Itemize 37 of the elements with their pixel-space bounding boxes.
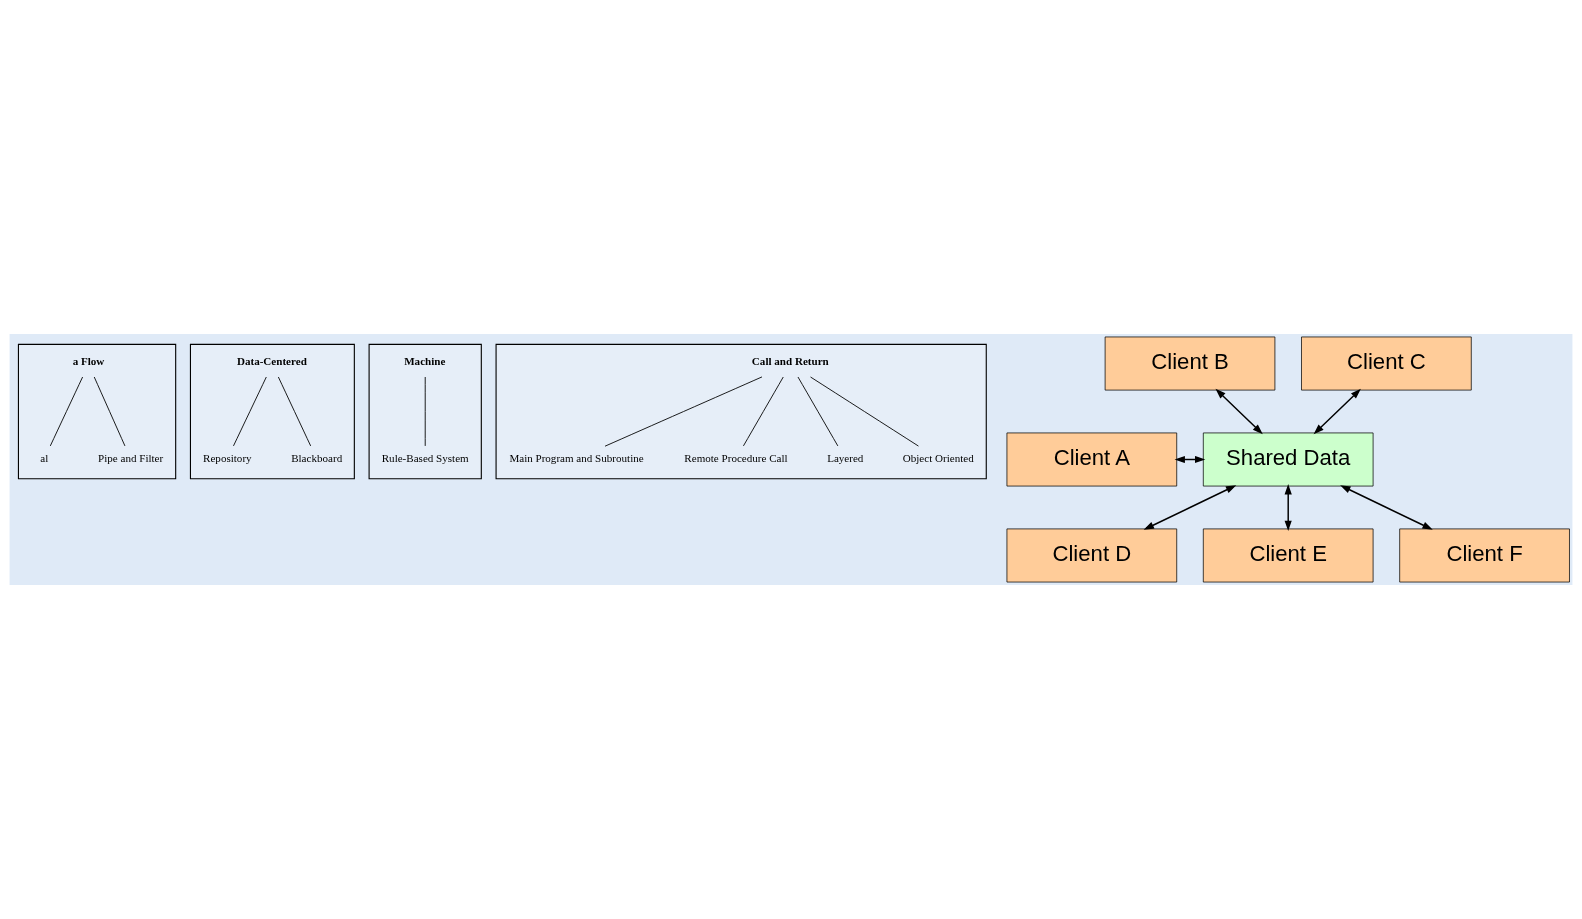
- node-text: Call and Return: [751, 355, 829, 368]
- node-box: Client F: [1399, 528, 1570, 583]
- node-box: Client D: [1006, 528, 1178, 583]
- arrow: [1284, 484, 1292, 531]
- connector: [49, 376, 84, 447]
- arrow: [1340, 485, 1433, 530]
- node-box: Client E: [1202, 528, 1374, 583]
- node-text: Rule-Based System: [381, 452, 469, 465]
- connector: [810, 376, 919, 447]
- arrow: [1143, 485, 1237, 530]
- connector: [277, 376, 312, 447]
- node-text: Pipe and Filter: [98, 452, 164, 465]
- connector: [797, 376, 839, 447]
- node-text: Object Oriented: [902, 452, 974, 465]
- node-box: Shared Data: [1202, 432, 1374, 487]
- node-text: Data-Centered: [236, 355, 307, 368]
- node-text: a Flow: [72, 355, 105, 368]
- connector: [93, 376, 126, 447]
- node-box: Client B: [1104, 336, 1276, 391]
- node-text: Remote Procedure Call: [684, 452, 788, 465]
- cluster: [17, 343, 177, 480]
- connector: [743, 376, 784, 447]
- node-box: Client C: [1301, 336, 1472, 391]
- cluster: [495, 343, 987, 480]
- connector: [604, 376, 763, 447]
- node-text: Machine: [404, 355, 446, 368]
- node-text: Blackboard: [291, 452, 343, 465]
- arrow: [1313, 388, 1361, 435]
- node-text: Main Program and Subroutine: [509, 452, 644, 465]
- node-text: Repository: [203, 452, 252, 465]
- node-text: al: [40, 452, 49, 465]
- node-box: Client A: [1006, 432, 1178, 487]
- node-text: Layered: [827, 452, 864, 465]
- cluster: [189, 343, 355, 480]
- arrow: [1215, 388, 1263, 435]
- cluster: [368, 343, 482, 480]
- connector: [233, 376, 267, 447]
